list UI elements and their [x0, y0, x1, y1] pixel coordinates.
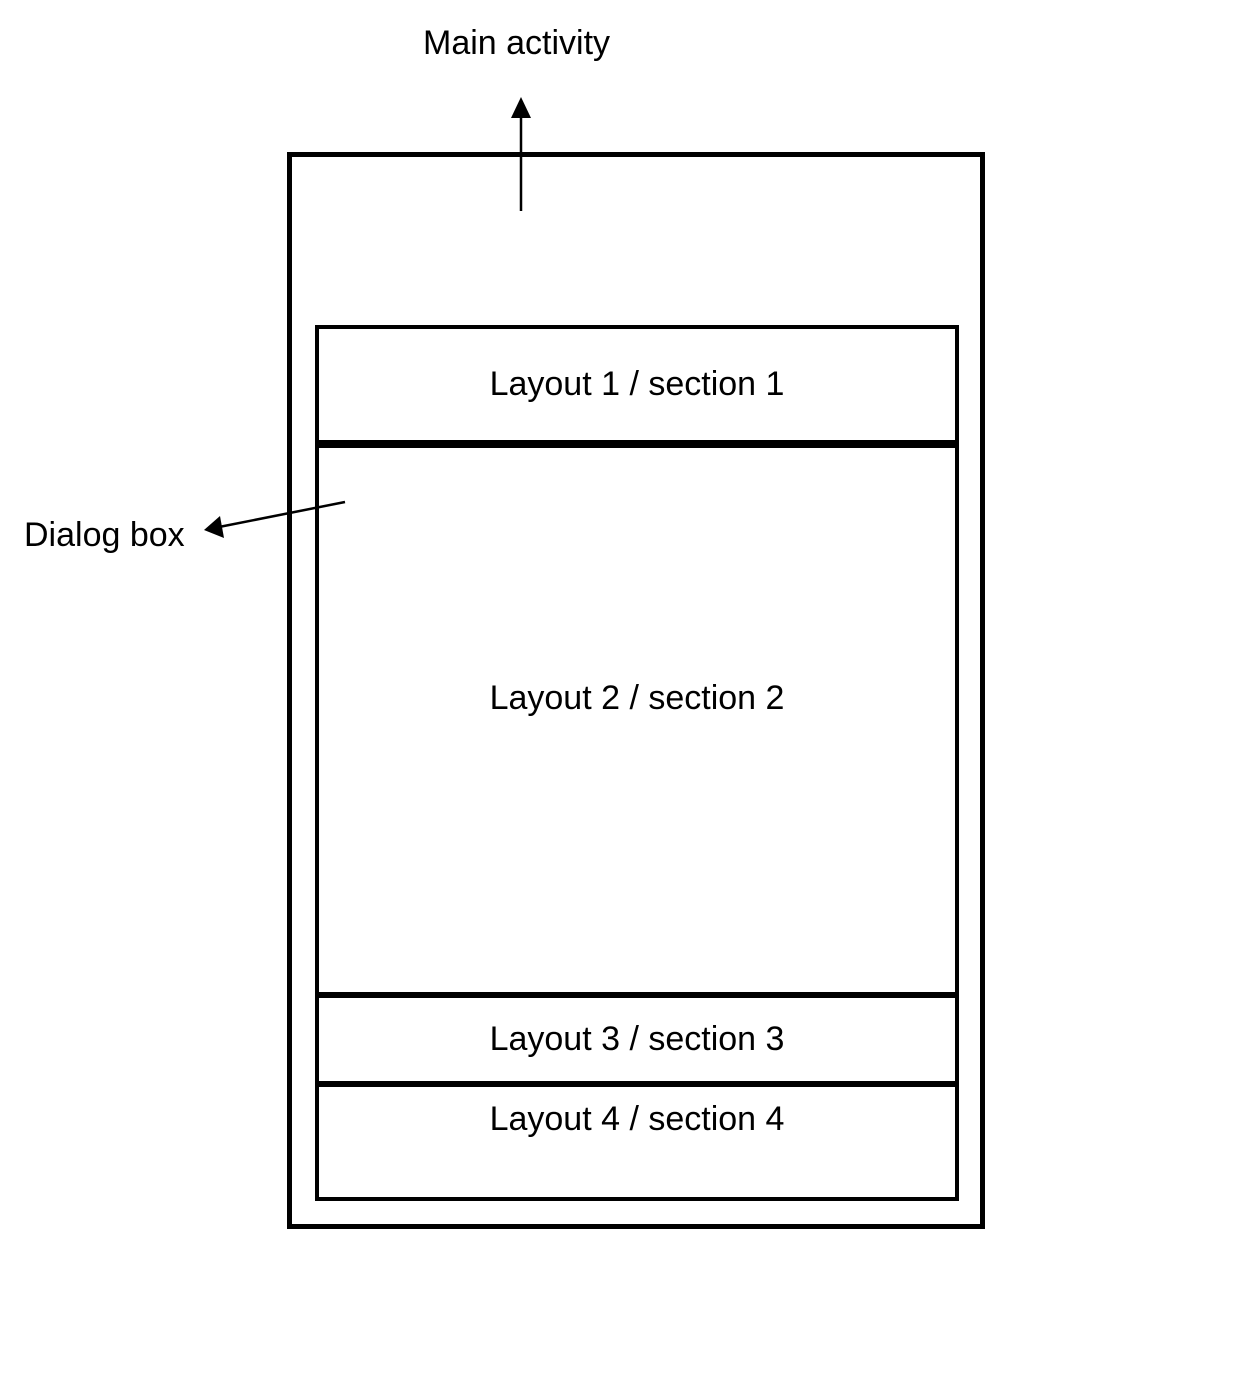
main-activity-label: Main activity: [423, 24, 611, 62]
section-3-label: Layout 3 / section 3: [489, 1020, 785, 1059]
section-2: Layout 2 / section 2: [319, 448, 955, 998]
section-3: Layout 3 / section 3: [319, 998, 955, 1087]
dialog-box-label: Dialog box: [24, 516, 185, 554]
section-4-label: Layout 4 / section 4: [489, 1100, 785, 1138]
dialog-box: Layout 1 / section 1 Layout 2 / section …: [315, 325, 959, 1201]
section-4: Layout 4 / section 4: [319, 1087, 955, 1197]
section-2-label: Layout 2 / section 2: [489, 678, 785, 717]
section-1: Layout 1 / section 1: [319, 329, 955, 448]
section-1-label: Layout 1 / section 1: [489, 365, 785, 404]
